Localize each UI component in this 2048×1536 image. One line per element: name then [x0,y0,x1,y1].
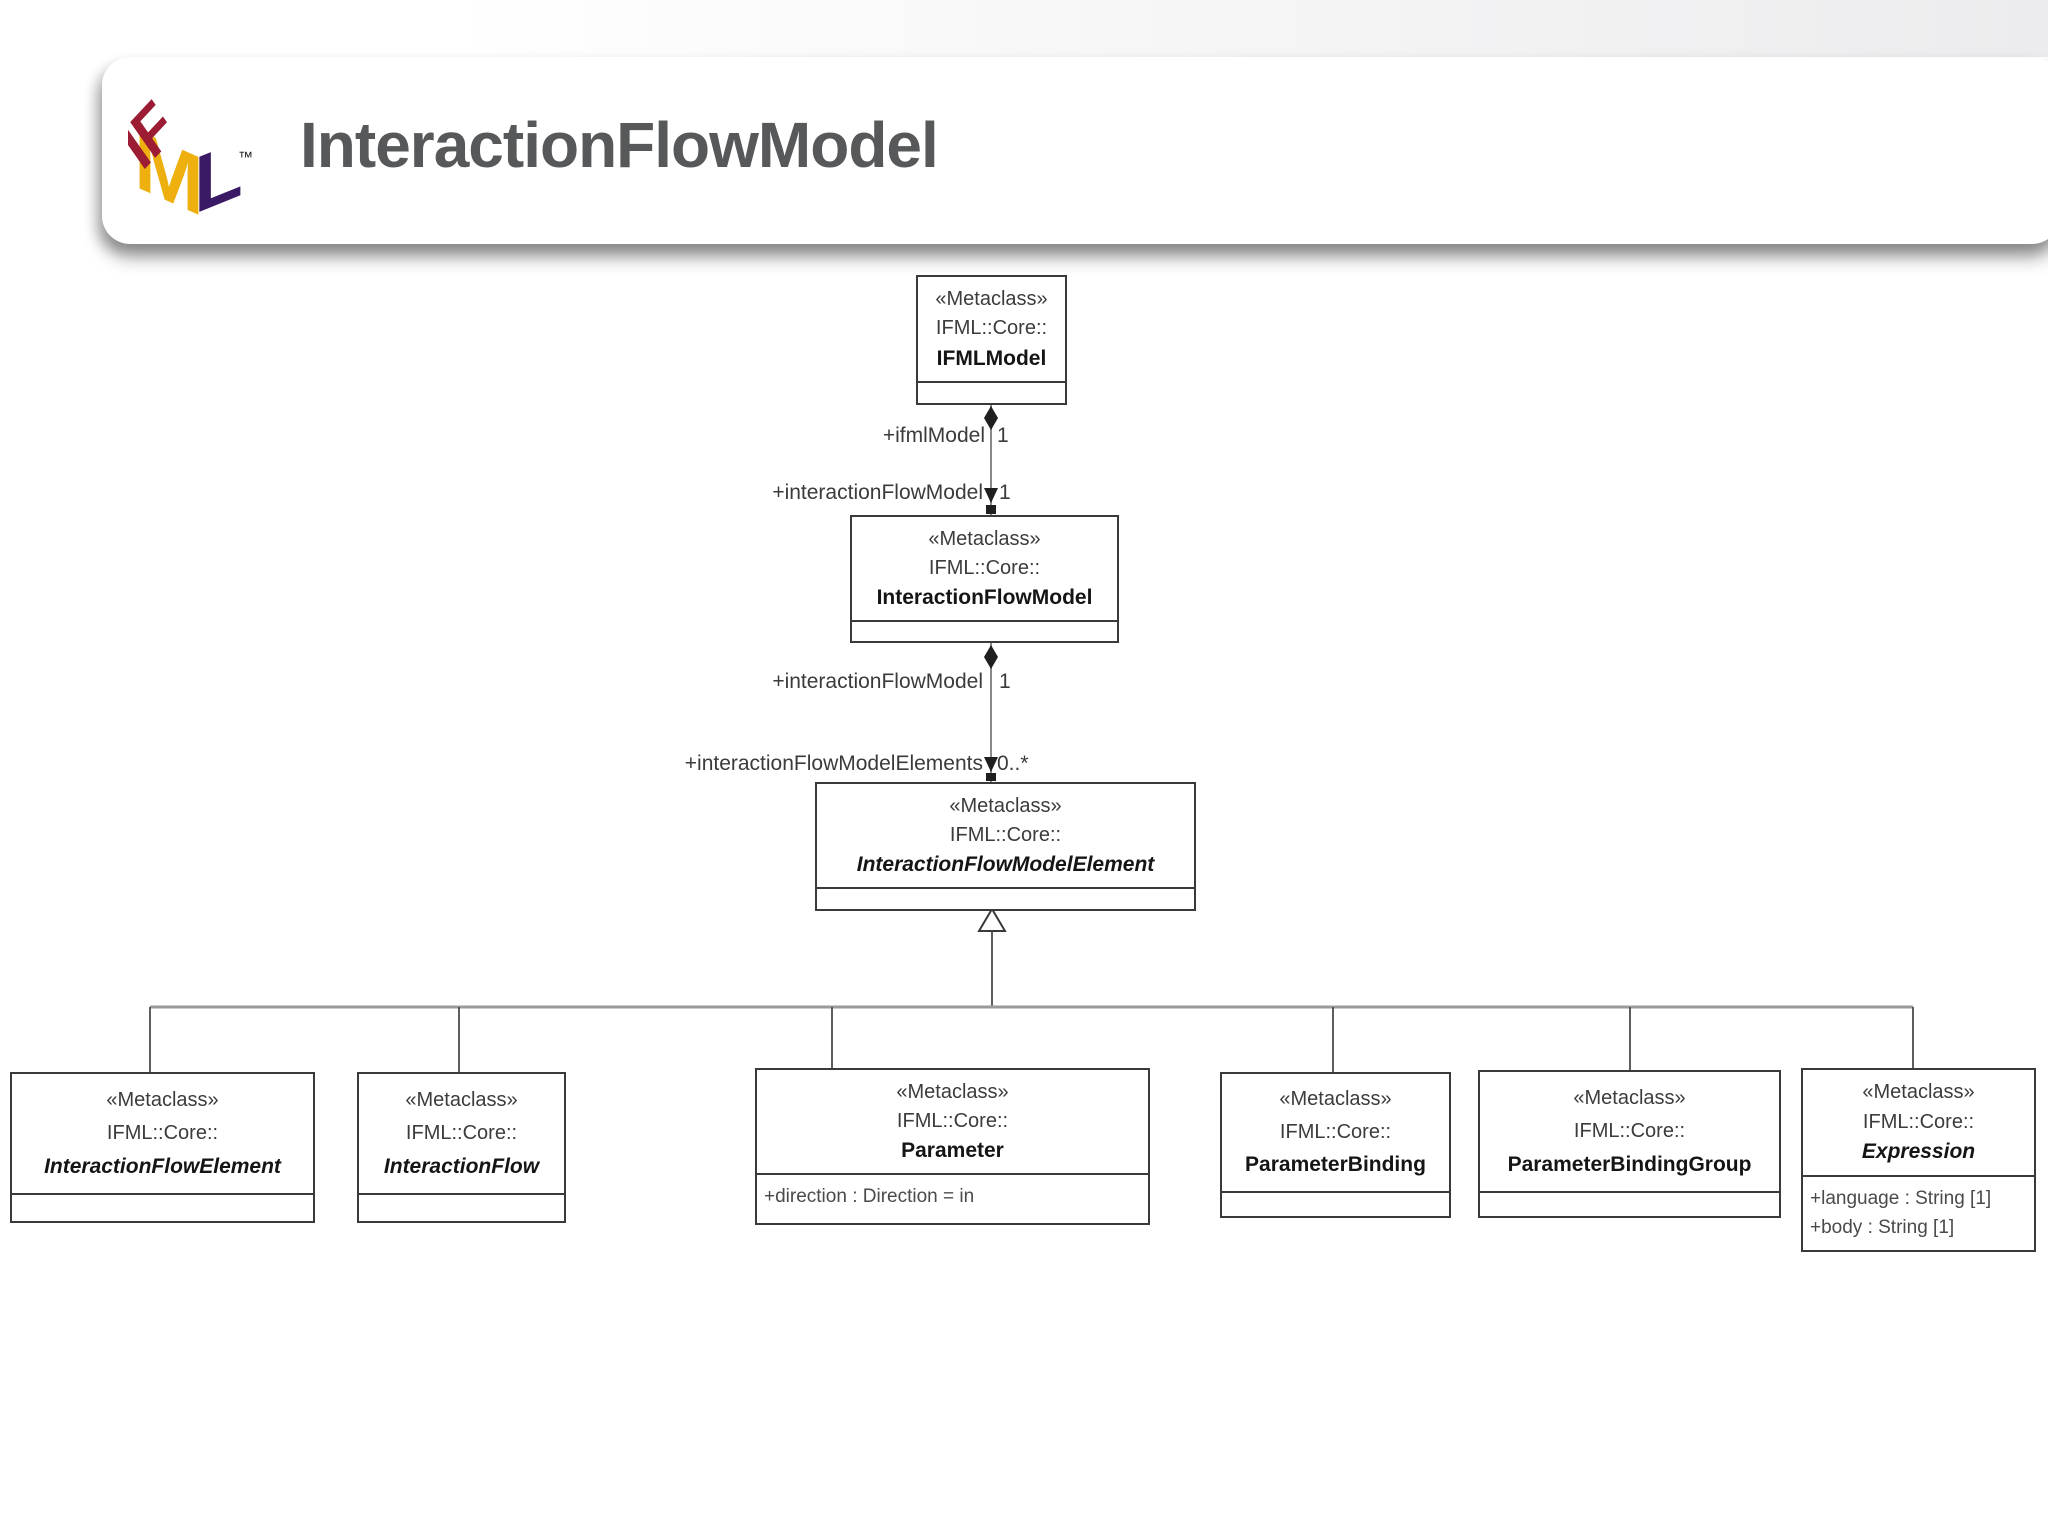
association-end-marker [986,773,996,781]
class-stereotype: «Metaclass» [1862,1081,1975,1104]
class-attributes-compartment [817,887,1194,909]
assoc-role-label: +interactionFlowModel [772,670,983,693]
uml-class-parameter: «Metaclass» IFML::Core:: Parameter +dire… [755,1068,1150,1225]
arrowhead-icon [984,488,998,503]
composition-diamond-icon [984,645,998,669]
class-package: IFML::Core:: [928,556,1041,579]
class-attributes-compartment [852,620,1117,641]
assoc-multiplicity-label: 1 [999,670,1011,693]
class-stereotype: «Metaclass» [928,527,1041,550]
class-attribute: +language : String [1] [1810,1188,1992,1209]
uml-class-ifmlmodel: «Metaclass» IFML::Core:: IFMLModel [916,275,1067,405]
logo-trademark: ™ [238,149,253,166]
uml-class-parameterbinding: «Metaclass» IFML::Core:: ParameterBindin… [1220,1072,1451,1218]
class-package: IFML::Core:: [405,1121,518,1144]
class-package: IFML::Core:: [949,823,1062,846]
class-package: IFML::Core:: [106,1121,219,1144]
assoc-role-label: +ifmlModel [882,424,985,447]
class-attributes-compartment [918,381,1065,403]
uml-class-interactionflowmodel: «Metaclass» IFML::Core:: InteractionFlow… [850,515,1119,643]
class-name: InteractionFlowModelElement [856,852,1155,876]
arrowhead-icon [984,757,998,772]
uml-class-parameterbindinggroup: «Metaclass» IFML::Core:: ParameterBindin… [1478,1070,1781,1218]
class-name: Parameter [901,1138,1004,1162]
class-attributes-compartment [1222,1191,1449,1216]
class-stereotype: «Metaclass» [1279,1088,1392,1111]
class-package: IFML::Core:: [935,317,1048,340]
ifml-logo-icon: M L IF ™ [128,88,253,226]
class-name: Expression [1861,1140,1976,1164]
class-attributes-compartment [1480,1191,1779,1216]
class-attributes-compartment: +direction : Direction = in [757,1173,1148,1223]
class-attribute: +body : String [1] [1810,1217,1955,1238]
class-name: InteractionFlowModel [876,585,1093,609]
class-stereotype: «Metaclass» [405,1088,518,1111]
uml-class-interactionflowmodelelement: «Metaclass» IFML::Core:: InteractionFlow… [815,782,1196,911]
class-stereotype: «Metaclass» [949,794,1062,817]
class-package: IFML::Core:: [1279,1120,1392,1143]
assoc-multiplicity-label: 0..* [997,752,1029,775]
uml-class-interactionflowelement: «Metaclass» IFML::Core:: InteractionFlow… [10,1072,315,1223]
uml-class-interactionflow: «Metaclass» IFML::Core:: InteractionFlow [357,1072,566,1223]
class-attributes-compartment [359,1193,564,1221]
assoc-multiplicity-label: 1 [997,424,1009,447]
class-attributes-compartment [12,1193,313,1221]
page-title: InteractionFlowModel [300,109,939,181]
class-package: IFML::Core:: [896,1109,1009,1132]
class-stereotype: «Metaclass» [896,1080,1009,1103]
class-name: IFMLModel [936,346,1047,370]
class-attribute: +direction : Direction = in [764,1186,975,1207]
class-name: InteractionFlowElement [44,1154,281,1178]
class-stereotype: «Metaclass» [106,1088,219,1111]
generalization-triangle-icon [977,907,1007,932]
class-name: ParameterBindingGroup [1507,1152,1752,1176]
class-stereotype: «Metaclass» [1573,1086,1686,1109]
assoc-role-label: +interactionFlowModelElements [684,752,983,775]
assoc-role-label: +interactionFlowModel [772,481,983,504]
composition-diamond-icon [984,406,998,430]
logo-letter-l: L [194,122,243,226]
class-name: InteractionFlow [383,1154,540,1178]
association-end-marker [986,505,996,514]
header-top-strip [0,0,2048,57]
uml-class-expression: «Metaclass» IFML::Core:: Expression +lan… [1801,1068,2036,1252]
assoc-multiplicity-label: 1 [999,481,1011,504]
header-card [102,57,2048,244]
class-name: ParameterBinding [1245,1153,1426,1177]
class-stereotype: «Metaclass» [935,288,1048,311]
class-attributes-compartment: +language : String [1] +body : String [1… [1803,1175,2034,1250]
class-package: IFML::Core:: [1573,1119,1686,1142]
class-package: IFML::Core:: [1862,1110,1975,1133]
